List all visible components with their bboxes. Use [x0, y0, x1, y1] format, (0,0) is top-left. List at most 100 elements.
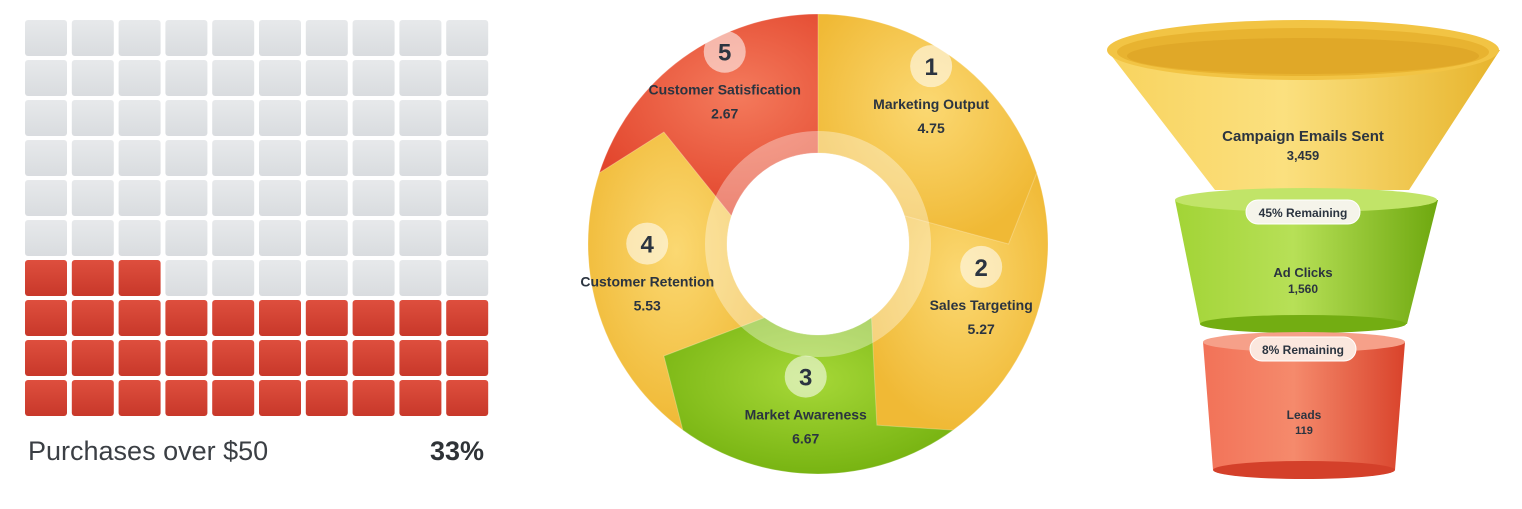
waffle-cell-filled — [165, 340, 208, 376]
waffle-cell-filled — [25, 260, 67, 296]
waffle-cell-filled — [259, 380, 301, 416]
cycle-step-label: Customer Retention — [580, 274, 714, 290]
waffle-cell-empty — [259, 220, 301, 256]
cycle-step-number: 4 — [641, 232, 655, 259]
cycle-step-number: 1 — [924, 54, 937, 81]
funnel-chart: Campaign Emails Sent 3,459 Ad Clicks 1,5… — [1107, 20, 1500, 479]
funnel-stage-body — [1175, 200, 1438, 324]
waffle-cell-empty — [352, 20, 395, 56]
waffle-cell-empty — [305, 140, 348, 176]
funnel-stage-bottom — [1200, 315, 1406, 333]
waffle-cell-filled — [305, 380, 348, 416]
funnel-stage-label: Campaign Emails Sent — [1222, 128, 1384, 145]
waffle-cell-empty — [259, 260, 301, 296]
funnel-stage-value: 1,560 — [1288, 282, 1318, 296]
cycle-inner-ring — [705, 131, 931, 357]
waffle-cell-empty — [446, 180, 489, 216]
waffle-cell-filled — [212, 380, 255, 416]
cycle-step-value: 5.53 — [634, 298, 661, 314]
cycle-step-value: 2.67 — [711, 106, 738, 122]
conversion-label: 8% Remaining — [1262, 343, 1344, 357]
waffle-cell-filled — [118, 380, 161, 416]
waffle-cell-empty — [71, 180, 114, 216]
cycle-step-number-badge — [703, 30, 746, 73]
waffle-cell-empty — [25, 60, 67, 96]
waffle-cell-empty — [259, 180, 301, 216]
waffle-cell-filled — [399, 340, 442, 376]
cycle-step-value: 6.67 — [792, 431, 819, 447]
waffle-cell-empty — [446, 20, 489, 56]
cycle-step-value: 5.27 — [968, 321, 995, 337]
waffle-cell-filled — [305, 300, 348, 336]
waffle-cell-empty — [71, 220, 114, 256]
cycle-step-label: Market Awareness — [745, 407, 867, 423]
waffle-cell-empty — [165, 220, 208, 256]
waffle-cell-filled — [25, 380, 67, 416]
waffle-cell-empty — [399, 260, 442, 296]
funnel-stage-value: 119 — [1295, 425, 1313, 437]
waffle-cell-empty — [71, 140, 114, 176]
waffle-cell-empty — [212, 20, 255, 56]
waffle-cell-empty — [25, 220, 67, 256]
cycle-step-label: Marketing Output — [873, 96, 989, 112]
waffle-cell-filled — [71, 260, 114, 296]
conversion-label: 45% Remaining — [1259, 206, 1348, 220]
waffle-cell-empty — [259, 100, 301, 136]
waffle-cell-filled — [118, 340, 161, 376]
waffle-cell-empty — [399, 100, 442, 136]
waffle-cell-empty — [165, 20, 208, 56]
waffle-cell-filled — [446, 340, 489, 376]
waffle-label: Purchases over $50 — [28, 436, 269, 466]
funnel-stage-body — [1107, 50, 1500, 190]
waffle-cell-empty — [352, 220, 395, 256]
waffle-cell-empty — [259, 140, 301, 176]
waffle-cell-empty — [446, 220, 489, 256]
funnel-stage-body — [1203, 342, 1405, 470]
waffle-cell-filled — [446, 380, 489, 416]
cycle-step-number: 5 — [718, 40, 731, 67]
cycle-step-label: Sales Targeting — [930, 297, 1033, 313]
waffle-cell-filled — [399, 380, 442, 416]
cycle-step-number-badge — [910, 45, 953, 88]
waffle-cell-empty — [399, 60, 442, 96]
cycle-step-number-badge — [960, 245, 1003, 288]
waffle-cell-empty — [399, 180, 442, 216]
waffle-cell-empty — [165, 60, 208, 96]
waffle-cell-filled — [71, 340, 114, 376]
funnel-stage-label: Ad Clicks — [1273, 265, 1332, 280]
waffle-cell-empty — [352, 100, 395, 136]
waffle-cell-empty — [118, 140, 161, 176]
waffle-cell-empty — [25, 140, 67, 176]
waffle-cell-filled — [305, 340, 348, 376]
waffle-cell-empty — [71, 100, 114, 136]
waffle-cell-empty — [165, 180, 208, 216]
waffle-cell-empty — [118, 100, 161, 136]
waffle-cell-empty — [305, 220, 348, 256]
waffle-cell-empty — [446, 140, 489, 176]
waffle-cell-empty — [352, 60, 395, 96]
waffle-cell-empty — [399, 220, 442, 256]
waffle-cell-empty — [212, 60, 255, 96]
waffle-cell-empty — [71, 20, 114, 56]
waffle-cell-empty — [118, 20, 161, 56]
waffle-cell-empty — [118, 220, 161, 256]
waffle-cell-empty — [25, 20, 67, 56]
waffle-cell-filled — [399, 300, 442, 336]
waffle-cell-filled — [259, 340, 301, 376]
waffle-cell-filled — [212, 300, 255, 336]
waffle-cell-empty — [165, 100, 208, 136]
cycle-step-label: Customer Satisfication — [648, 82, 800, 98]
funnel-conversion-2: 8% Remaining — [1249, 336, 1357, 362]
waffle-cell-filled — [352, 340, 395, 376]
waffle-cell-empty — [305, 100, 348, 136]
waffle-cell-empty — [118, 60, 161, 96]
waffle-cell-filled — [352, 300, 395, 336]
waffle-cell-empty — [352, 180, 395, 216]
cycle-step-value: 4.75 — [918, 120, 945, 136]
waffle-cell-empty — [305, 60, 348, 96]
waffle-cell-filled — [118, 260, 161, 296]
waffle-cell-empty — [212, 140, 255, 176]
waffle-cell-empty — [212, 220, 255, 256]
funnel-conversion-1: 45% Remaining — [1245, 199, 1361, 225]
waffle-cell-empty — [352, 140, 395, 176]
